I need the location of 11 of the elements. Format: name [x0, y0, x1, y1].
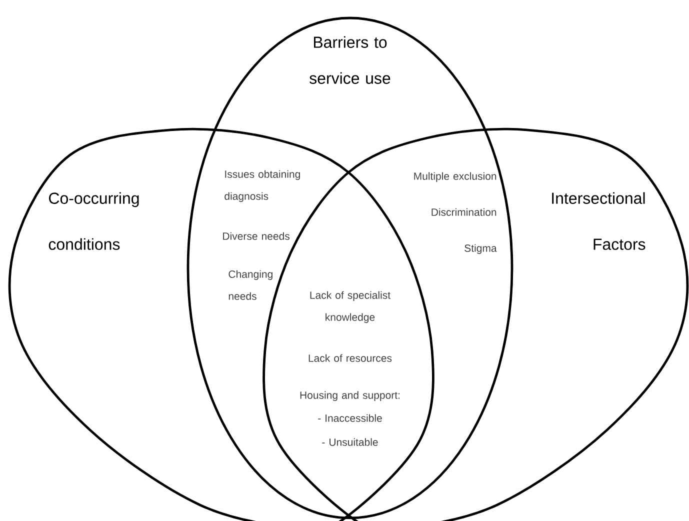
region-label: Issues obtaining diagnosis — [224, 170, 300, 202]
region-label: Diverse needs — [223, 232, 290, 240]
region-label: - Unsuitable — [322, 438, 378, 446]
region-label: Lack of resources — [308, 354, 392, 362]
region-label: Discrimination — [432, 208, 496, 216]
region-label: Changing needs — [228, 270, 272, 300]
region-label: - Inaccessible — [318, 414, 382, 422]
region-label: Stigma — [464, 244, 497, 254]
region-label: Lack of specialist knowledge — [310, 291, 390, 323]
region-label: Housing and support: — [300, 391, 400, 401]
region-label: Multiple exclusion — [414, 172, 496, 182]
